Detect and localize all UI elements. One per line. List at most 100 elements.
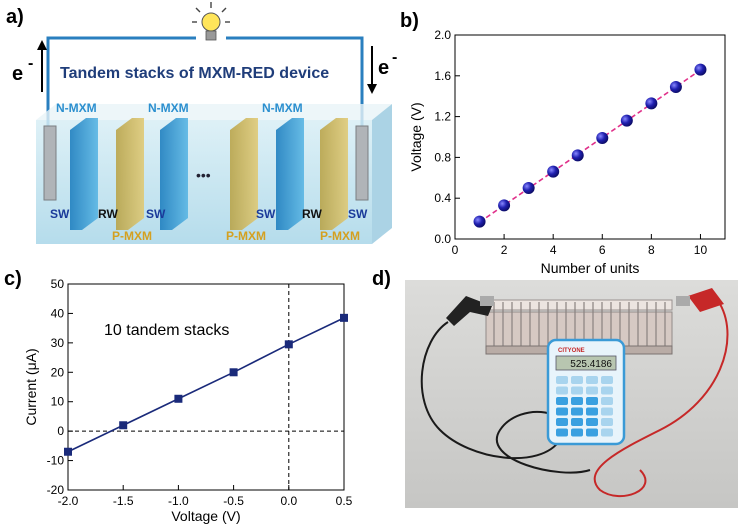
electron-right-sup: - [392,49,397,66]
chart-b-xtick-label: 4 [550,243,557,257]
chart-c-annotation: 10 tandem stacks [104,322,229,339]
calculator-key [571,386,583,395]
calculator: CITYONE 525.4186 [546,338,626,446]
solution-label-1: SW [50,207,70,221]
device-title: Tandem stacks of MXM-RED device [60,65,329,82]
chart-c-point [340,313,348,322]
chart-b-xtick-label: 0 [452,243,459,257]
solution-label-6: SW [348,207,368,221]
calculator-brand: CITYONE [558,348,585,354]
chart-c-xtick-label: 0.0 [280,494,297,508]
p-membrane-1 [116,118,144,230]
n-mxm-label-1: N-MXM [56,101,97,115]
calculator-key [586,397,598,405]
calculator-key [601,407,613,416]
calculator-key [556,376,568,384]
electron-left-sup: - [28,55,33,72]
calculator-key [586,428,598,437]
ellipsis-dots: ••• [196,167,211,183]
chart-b-point [645,97,658,110]
chart-c-point [174,394,183,403]
electron-left: e [12,63,23,85]
chart-b-point [547,165,560,178]
chart-b-ytick-label: 0.0 [434,232,451,246]
chart-c-marks: -2.0 -1.5 -1.0 -0.5 0.0 0.5 -20 -10 0 10 20 30 40 50 [47,277,353,508]
chart-c-xtick-label: -1.5 [113,494,134,508]
chart-b-ylabel: Voltage (V) [408,102,424,171]
left-electrode [43,125,57,201]
chart-b-point [473,215,486,228]
calculator-key [601,428,613,437]
calculator-key [586,386,598,395]
calculator-key [556,407,568,416]
water-tank-side [372,104,392,244]
chart-c-ytick-label: 20 [51,365,65,379]
calculator-key [586,407,598,416]
chart-c-ytick-label: 50 [51,277,65,291]
chart-b-xtick-label: 10 [694,243,708,257]
chart-c-point [229,368,238,377]
chart-b-point [694,63,707,76]
calculator-key [571,428,583,437]
chart-b-frame [454,34,726,240]
calculator-key [601,386,613,395]
light-bulb-icon [192,2,230,41]
chart-c-ytick-label: -20 [47,483,65,497]
solution-label-3: SW [146,207,166,221]
chart-c-point [64,447,72,456]
chart-c-xtick-label: 0.5 [336,494,353,508]
chart-b-xtick-label: 6 [599,243,606,257]
chart-c-ylabel: Current (μA) [23,348,39,425]
chart-b-ytick-label: 2.0 [434,28,451,42]
calculator-key [586,376,598,384]
chart-b-point [522,182,535,194]
n-membrane-1 [70,118,98,230]
chart-b-xtick-label: 2 [501,243,508,257]
right-electrode [355,125,369,201]
n-membrane-3 [276,118,304,230]
chart-c-xlabel: Voltage (V) [171,508,240,524]
chart-b-ytick-label: 0.8 [434,150,451,164]
red-wire [593,303,729,498]
calculator-key [571,407,583,416]
chart-b-point [620,114,633,127]
chart-b-ytick-label: 0.4 [434,191,451,205]
n-membrane-2 [160,118,188,230]
black-clip [446,296,494,326]
chart-c-ytick-label: -10 [47,454,65,468]
panel-a-schematic: e - e - Tandem stacks of MXM-RED device … [12,2,397,244]
chart-c-xtick-label: -0.5 [223,494,244,508]
chart-c-ytick-label: 0 [57,424,64,438]
solution-label-4: SW [256,207,276,221]
panel-b-label: b) [400,10,419,32]
chart-c-point [284,340,293,349]
n-mxm-label-3: N-MXM [262,101,303,115]
calculator-key [601,418,613,426]
chart-c-ytick-label: 10 [51,395,65,409]
calculator-key [556,386,568,395]
calculator-key [556,397,568,405]
chart-c-xtick-label: -2.0 [58,494,79,508]
chart-b-ytick-label: 1.2 [434,110,451,124]
chart-c-ytick-label: 30 [51,336,65,350]
chart-b-xlabel: Number of units [541,260,640,276]
calculator-key [601,376,613,384]
chart-c-xtick-label: -1.0 [168,494,189,508]
solution-label-2: RW [98,207,118,221]
p-membrane-2 [230,118,258,230]
chart-b-point [571,149,584,162]
panel-d-photo: CITYONE 525.4186 [405,280,738,508]
external-wire [46,36,364,130]
chart-b-ytick-label: 1.6 [434,69,451,83]
calculator-key [571,418,583,426]
electron-right: e [378,57,389,79]
panel-d-label: d) [372,268,391,290]
chart-b-point [669,81,682,94]
calculator-key [571,397,583,405]
chart-c-frame [67,283,345,491]
solution-label-5: RW [302,207,322,221]
chart-c-ytick-label: 40 [51,306,65,320]
p-membrane-3 [320,118,348,230]
